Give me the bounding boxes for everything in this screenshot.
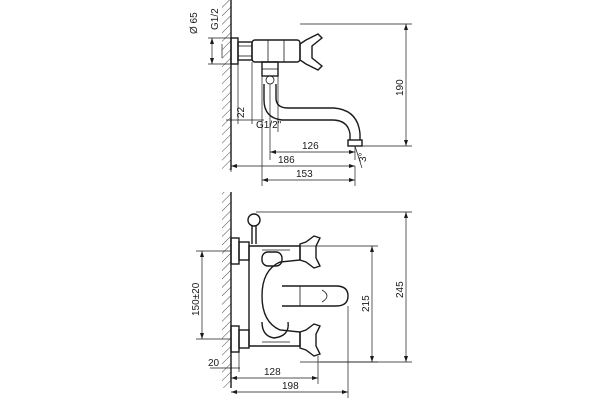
front-diverter: [261, 251, 283, 267]
front-upper-inlet: [230, 237, 240, 265]
dim-215: 215: [361, 295, 372, 312]
front-view: 150±20 215 245 20 128 198: [191, 192, 412, 398]
dim-245: 245: [395, 281, 406, 298]
dim-thread-bottom: G1/2": [256, 120, 282, 131]
dim-thread-top: G1/2: [210, 8, 221, 30]
top-side-view: Ø 65 G1/2 22 G1/2" 126 3° 186: [189, 0, 412, 186]
front-upper-handle: [299, 235, 321, 269]
front-diverter-knob: [261, 321, 289, 339]
top-aerator: [347, 139, 363, 147]
top-wall-hatch: [222, 0, 231, 170]
dim-198: 198: [282, 381, 299, 392]
front-shower-holder: [247, 213, 261, 227]
front-lower-inlet: [230, 325, 240, 353]
front-wall-hatch: [222, 192, 231, 388]
dim-153: 153: [296, 169, 313, 180]
dim-190: 190: [395, 79, 406, 96]
front-lower-handle: [299, 323, 321, 357]
front-spout: [282, 285, 349, 307]
top-eccentric: [237, 41, 253, 61]
dim-diameter-65: Ø 65: [189, 12, 200, 34]
dim-22: 22: [236, 106, 247, 118]
dim-126: 126: [302, 141, 319, 152]
dim-angle-3: 3°: [358, 152, 369, 162]
top-spout: [263, 84, 351, 140]
dim-128: 128: [264, 367, 281, 378]
top-handle: [299, 33, 324, 71]
top-valve-body: [251, 39, 301, 63]
dim-150: 150±20: [191, 282, 202, 316]
dim-20: 20: [208, 358, 220, 369]
top-spout-swivel: [265, 75, 275, 85]
top-escutcheon: [230, 37, 239, 65]
dim-186: 186: [278, 155, 295, 166]
front-mixer-body: [248, 245, 301, 347]
